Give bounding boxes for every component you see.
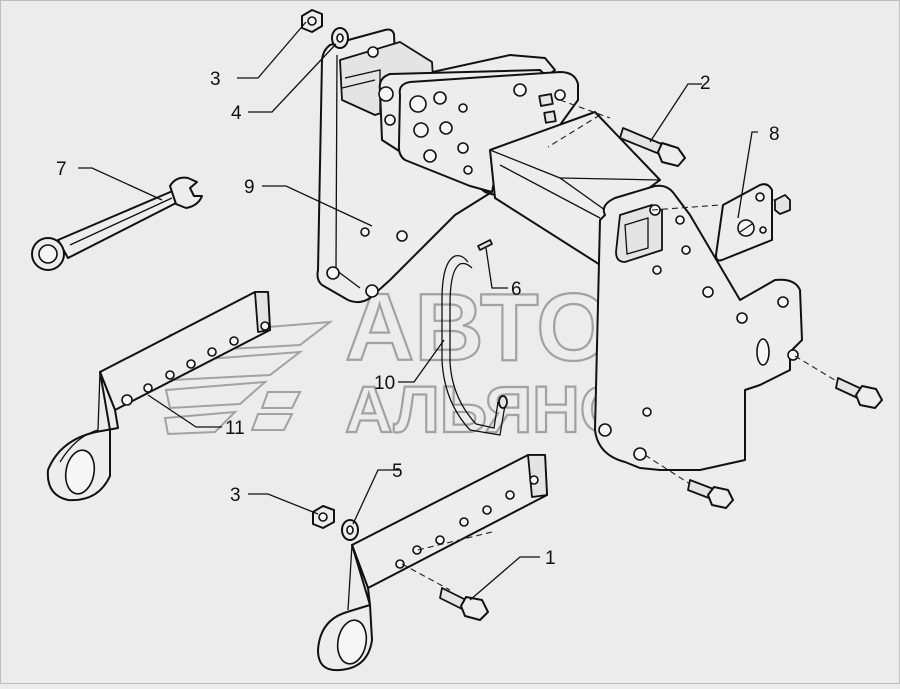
- callout-1: 1: [545, 548, 556, 569]
- part-11-left-drawbar: [46, 291, 271, 502]
- callout-3-top: 3: [210, 69, 221, 90]
- bolt-right-frame: [794, 355, 883, 409]
- part-5-washer-lower: [341, 519, 359, 541]
- callout-4: 4: [231, 103, 242, 124]
- part-7-wrench: [31, 176, 203, 271]
- bolt-lower-center: [439, 587, 489, 621]
- part-3-nut-top: [301, 9, 323, 33]
- part-2-bolt: [547, 99, 686, 167]
- callout-3-lower: 3: [230, 485, 241, 506]
- callout-9: 9: [244, 177, 255, 198]
- watermark-logo: АВТО АЛЬЯНС: [163, 273, 629, 447]
- part-1-right-drawbar: [317, 454, 548, 672]
- callout-5: 5: [392, 461, 403, 482]
- right-mounting-plate: [594, 184, 803, 471]
- part-6-pin: [477, 239, 493, 251]
- callout-labels: 3 4 2 8 7 9 6 10 11 3 5 1: [56, 69, 780, 569]
- leader-lines: [78, 21, 758, 601]
- part-8-cover-plate: [651, 183, 791, 262]
- bolt-lower-right-frame: [644, 454, 734, 509]
- callout-2: 2: [700, 73, 711, 94]
- callout-8: 8: [769, 124, 780, 145]
- part-4-washer-top: [331, 27, 349, 49]
- part-10-u-link: [441, 254, 508, 436]
- watermark-line1: АВТО: [345, 274, 611, 381]
- callout-7: 7: [56, 159, 67, 180]
- right-plate-window: [615, 204, 663, 263]
- callout-6: 6: [511, 279, 522, 300]
- part-3-nut-lower: [312, 505, 335, 529]
- callout-11: 11: [225, 418, 245, 439]
- watermark-line2: АЛЬЯНС: [345, 372, 627, 446]
- main-frame-assembly: [316, 28, 803, 471]
- callout-10: 10: [374, 373, 395, 394]
